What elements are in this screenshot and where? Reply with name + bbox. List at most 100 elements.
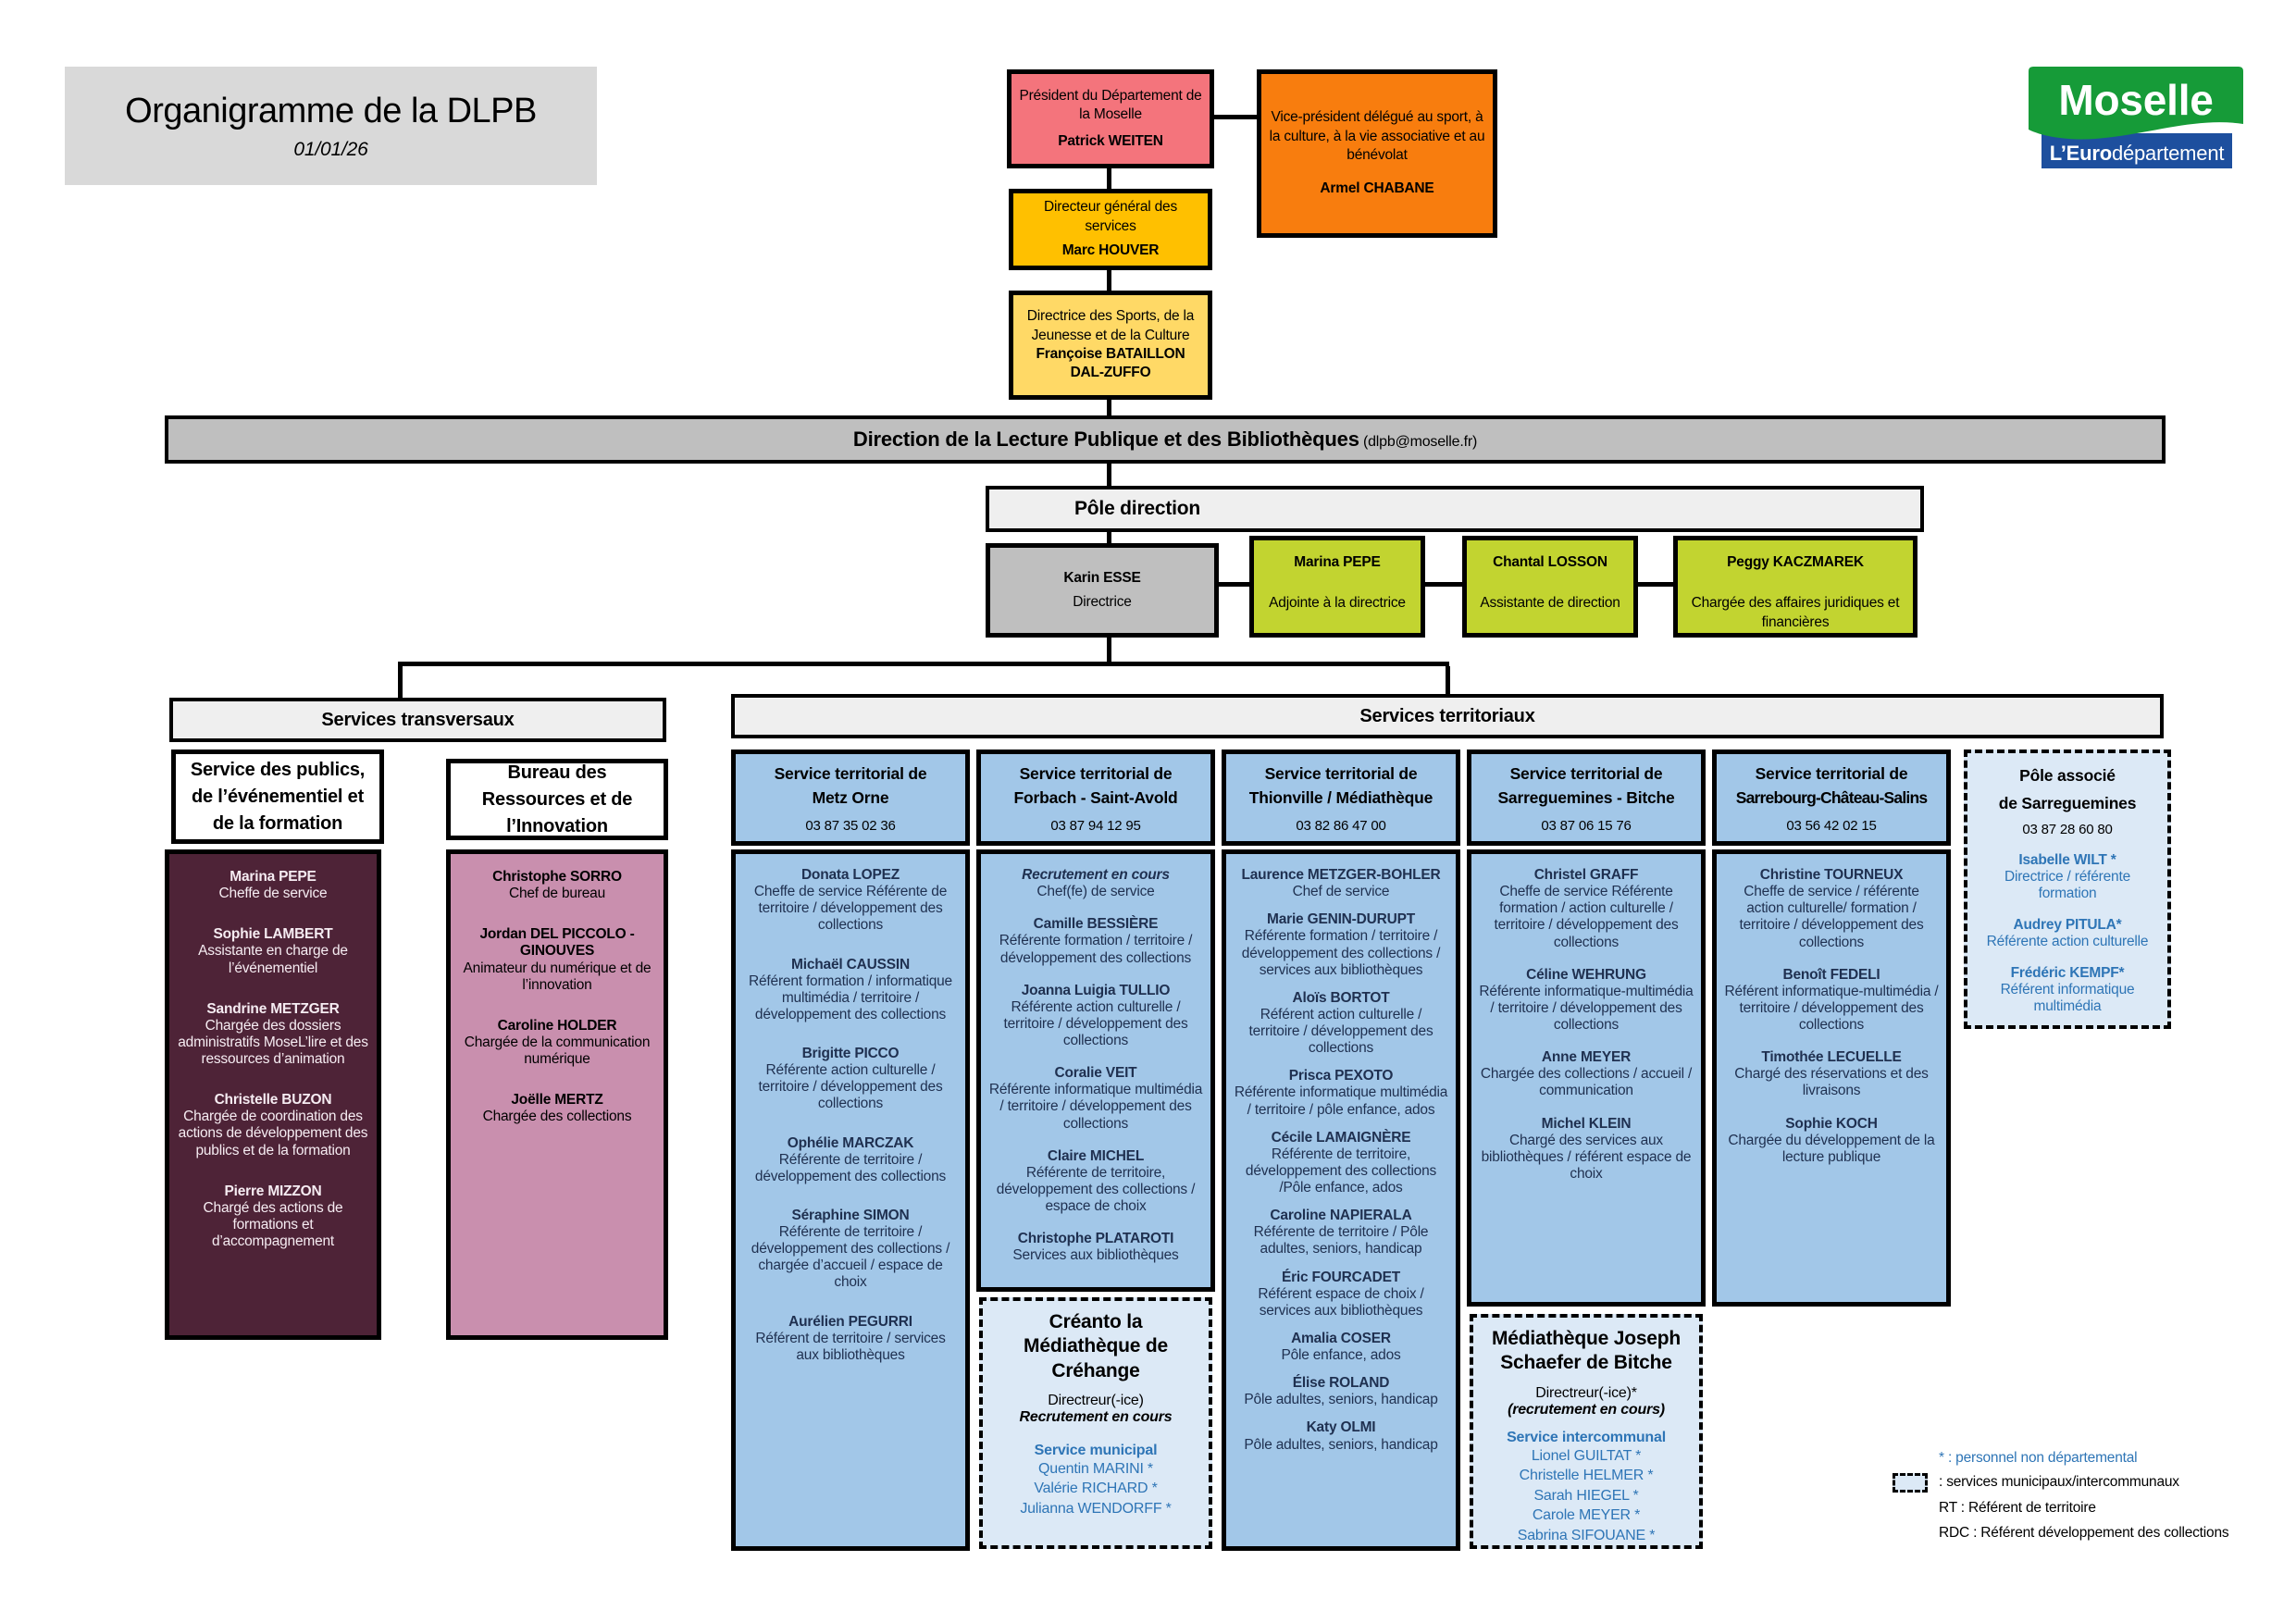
president-role: Président du Département de la Moselle bbox=[1019, 87, 1202, 123]
staff-member-role: Chargé des réservations et des livraison… bbox=[1734, 1066, 1929, 1099]
staff-member-name: Carole MEYER * bbox=[1532, 1507, 1641, 1524]
connector-line bbox=[398, 662, 1449, 666]
staff-member-role: Référente de territoire / développement … bbox=[754, 1151, 947, 1184]
logo-tagline-bold: L’Euro bbox=[2050, 142, 2112, 165]
col-head-prefix: Service territorial de bbox=[1019, 763, 1173, 783]
staff-member-role: Référent action culturelle / territoire … bbox=[1248, 1006, 1433, 1057]
staff-member-name: Élise ROLAND bbox=[1292, 1375, 1390, 1392]
staff-member-name: Laurence METZGER-BOHLER bbox=[1241, 867, 1441, 883]
staff-member-role: Chargée du développement de la lecture p… bbox=[1728, 1132, 1935, 1165]
staff-member-name: Audrey PITULA* bbox=[2013, 916, 2122, 933]
dotted-box-icon bbox=[1893, 1473, 1928, 1493]
adjointe-box: Marina PEPE Adjointe à la directrice bbox=[1249, 536, 1425, 638]
connector-line bbox=[1107, 532, 1111, 543]
logo-blue-band bbox=[2042, 133, 2232, 168]
staff-member-name: Ophélie MARCZAK bbox=[787, 1134, 914, 1151]
pole-associe-box: Pôle associé de Sarreguemines 03 87 28 6… bbox=[1964, 750, 2171, 1029]
sports-director-name: Françoise BATAILLON DAL-ZUFFO bbox=[1036, 346, 1185, 381]
creanto-director: Directreur(-ice) bbox=[1048, 1392, 1144, 1408]
staff-member-name: Michel KLEIN bbox=[1541, 1115, 1632, 1132]
sports-director-box: Directrice des Sports, de la Jeunesse et… bbox=[1009, 291, 1212, 400]
col-head-sarreguemines: Service territorial de Sarreguemines - B… bbox=[1467, 750, 1706, 846]
staff-member-name: Jordan DEL PICCOLO - GINOUVES bbox=[479, 926, 635, 960]
assistante-box: Chantal LOSSON Assistante de direction bbox=[1462, 536, 1638, 638]
staff-member-role: Cheffe de service / référente action cul… bbox=[1739, 884, 1924, 950]
juridique-role: Chargée des affaires juridiques et finan… bbox=[1691, 595, 1900, 630]
staff-member-name: Marie GENIN-DURUPT bbox=[1266, 911, 1416, 928]
staff-member-name: Timothée LECUELLE bbox=[1761, 1049, 1902, 1066]
col-head-sarrebourg: Service territorial de Sarrebourg-Châtea… bbox=[1712, 750, 1951, 846]
connector-line bbox=[1446, 666, 1450, 694]
unit-ressources-title-text: Bureau des Ressources et de l’Innovation bbox=[481, 762, 633, 836]
creanto-title: Créanto la Médiathèque de Créhange bbox=[1024, 1311, 1168, 1381]
connector-line bbox=[1107, 400, 1111, 415]
staff-member-name: Anne MEYER bbox=[1541, 1049, 1632, 1066]
staff-member-role: Chargée de coordination des actions de d… bbox=[178, 1109, 368, 1158]
col-head-city: Thionville / Médiathèque bbox=[1248, 788, 1433, 807]
creanto-box: Créanto la Médiathèque de Créhange Direc… bbox=[979, 1297, 1212, 1549]
page-title: Organigramme de la DLPB 01/01/26 bbox=[65, 67, 597, 185]
col-head-thionville: Service territorial de Thionville / Médi… bbox=[1222, 750, 1460, 846]
staff-member: Frédéric KEMPF*Référent informatique mul… bbox=[1975, 965, 2160, 1015]
pole-associe-phone: 03 87 28 60 80 bbox=[2022, 821, 2113, 837]
staff-member-name: Christel GRAFF bbox=[1533, 867, 1639, 883]
staff-member-name: Sandrine METZGER bbox=[206, 1000, 340, 1017]
assistante-name: Chantal LOSSON bbox=[1493, 554, 1607, 570]
staff-member-role: Référent informatique-multimédia / terri… bbox=[1724, 983, 1939, 1033]
sports-director-role: Directrice des Sports, de la Jeunesse et… bbox=[1026, 308, 1195, 343]
staff-member-name: Christophe PLATAROTI bbox=[1017, 1231, 1174, 1247]
juridique-box: Peggy KACZMAREK Chargée des affaires jur… bbox=[1673, 536, 1917, 638]
staff-member-role: Référente de territoire, développement d… bbox=[996, 1164, 1196, 1214]
legend-text-personnel: * : personnel non départemental bbox=[1939, 1450, 2138, 1466]
assistante-role: Assistante de direction bbox=[1480, 595, 1620, 612]
staff-member-name: Quentin MARINI * bbox=[1038, 1460, 1153, 1477]
staff-member-name: Aloïs BORTOT bbox=[1292, 989, 1390, 1006]
pole-direction-bar: Pôle direction bbox=[986, 486, 1924, 532]
staff-member-role: Référente de territoire, développement d… bbox=[1245, 1146, 1437, 1196]
staff-member-role: Référente informatique multimédia / terr… bbox=[988, 1082, 1203, 1132]
creanto-service-label: Service municipal bbox=[1034, 1442, 1158, 1458]
legend-text-services: : services municipaux/intercommunaux bbox=[1939, 1474, 2179, 1491]
direction-bar-label: Direction de la Lecture Publique et des … bbox=[852, 427, 1359, 451]
staff-member-name: Céline WEHRUNG bbox=[1526, 966, 1646, 983]
staff-member-role: Référente de territoire / Pôle adultes, … bbox=[1253, 1224, 1429, 1258]
col-head-prefix: Service territorial de bbox=[774, 763, 927, 783]
legend-text-rdc: RDC : Référent développement des collect… bbox=[1939, 1524, 2229, 1541]
col-head-city: Metz Orne bbox=[812, 788, 889, 807]
dgs-role: Directeur général des services bbox=[1044, 199, 1177, 234]
col-head-metz-orne: Service territorial de Metz Orne 03 87 3… bbox=[731, 750, 970, 846]
moselle-logo: Moselle L’Eurodépartement bbox=[2029, 67, 2243, 172]
col-head-phone: 03 82 86 47 00 bbox=[1296, 818, 1386, 835]
bitche-staff: Lionel GUILTAT *Christelle HELMER *Sarah… bbox=[1518, 1446, 1656, 1546]
pole-associe-title2: de Sarreguemines bbox=[1998, 793, 2137, 812]
connector-line bbox=[1107, 638, 1111, 662]
unit-publics-title-text: Service des publics, de l’événementiel e… bbox=[190, 759, 366, 834]
staff-member-role: Référente informatique-multimédia / terr… bbox=[1479, 983, 1694, 1033]
connector-line bbox=[1107, 270, 1111, 291]
staff-member-name: Recrutement en cours bbox=[1022, 867, 1170, 883]
adjointe-name: Marina PEPE bbox=[1294, 554, 1381, 570]
staff-member-name: Camille BESSIÈRE bbox=[1033, 916, 1159, 933]
staff-member-name: Brigitte PICCO bbox=[801, 1046, 900, 1061]
staff-member-name: Joëlle MERTZ bbox=[511, 1092, 603, 1109]
services-territoriaux-label: Services territoriaux bbox=[1359, 705, 1535, 726]
staff-member-name: Michaël CAUSSIN bbox=[791, 956, 910, 973]
legend-slot bbox=[1893, 1473, 1939, 1493]
col-head-phone: 03 87 94 12 95 bbox=[1050, 818, 1141, 835]
page-title-text: Organigramme de la DLPB bbox=[125, 91, 537, 130]
staff-member-role: Chef de service bbox=[1292, 884, 1390, 900]
unit-ressources-title: Bureau des Ressources et de l’Innovation bbox=[446, 759, 668, 840]
